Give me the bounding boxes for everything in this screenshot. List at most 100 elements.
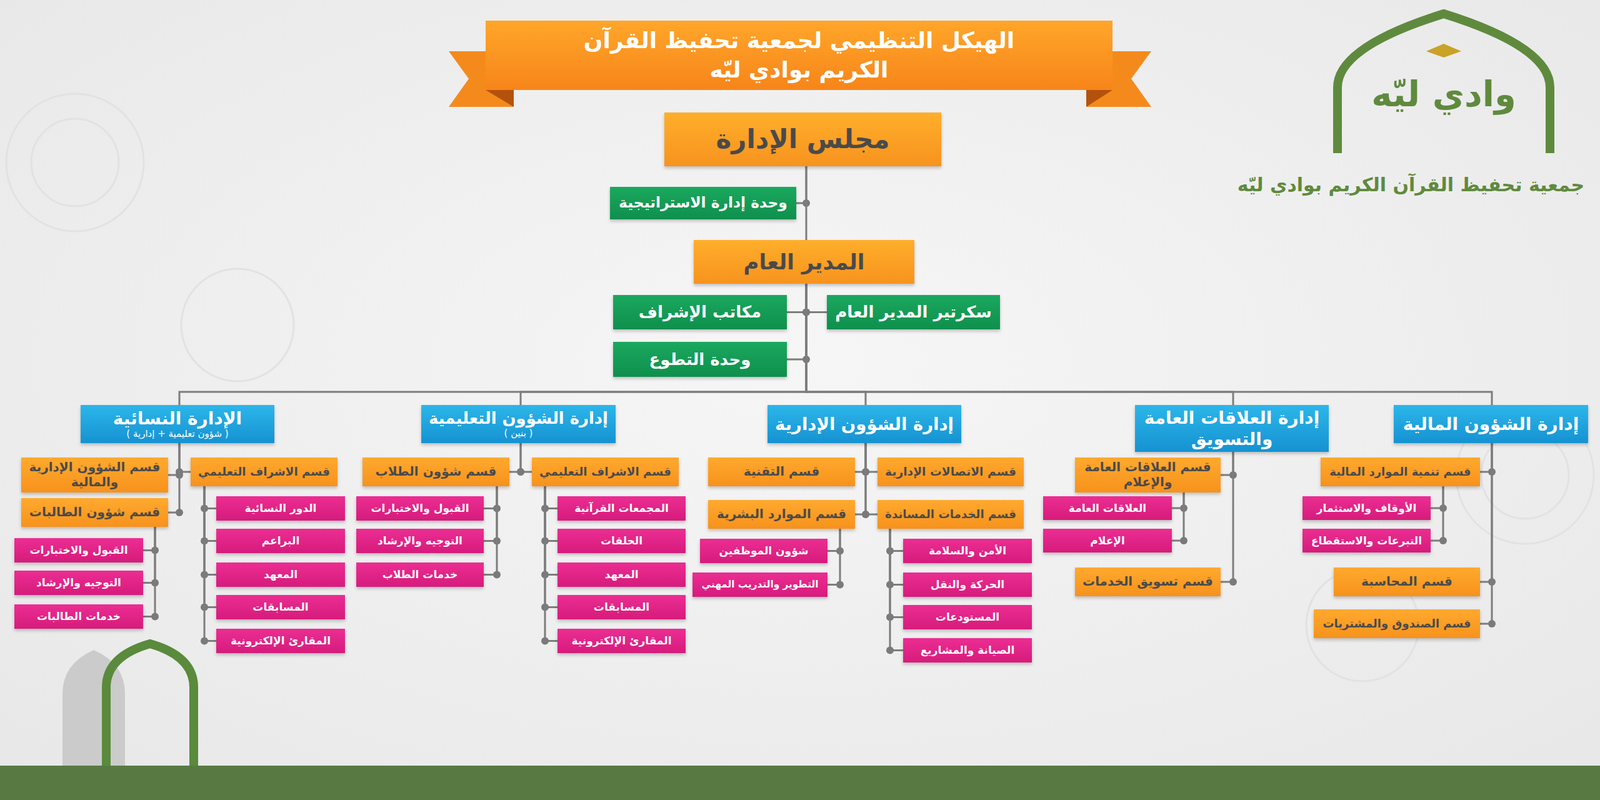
box-label: قسم الاشراف التعليمي: [198, 465, 330, 479]
junction-dot: [516, 468, 525, 476]
box-label: القبول والاختبارات: [371, 501, 470, 515]
box-label: قسم تسويق الخدمات: [1082, 574, 1214, 590]
box-label: قسم المحاسبة: [1361, 574, 1453, 590]
board-box: المدير العام: [693, 240, 915, 284]
box-label: التطوير والتدريب المهني: [701, 578, 819, 590]
unit-item-box: المقارئ الإلكترونية: [557, 628, 686, 654]
box-label: سكرتير المدير العام: [835, 302, 992, 322]
box-label: قسم التقنية: [743, 464, 820, 480]
connector-line: [520, 283, 807, 405]
title-holder: الهيكل التنظيمي لجمعية تحفيظ القرآن الكر…: [485, 20, 1113, 90]
unit-box: مكاتب الإشراف: [613, 295, 787, 330]
junction-dot: [200, 637, 209, 645]
unit-item-box: المستودعات: [903, 605, 1032, 630]
connector-line: [179, 283, 807, 405]
unit-item-box: التوجيه والإرشاد: [356, 528, 484, 554]
box-label: المعهد: [604, 568, 639, 581]
logo-book: [1426, 43, 1462, 58]
box-label: قسم تنمية الموارد المالية: [1329, 465, 1471, 479]
box-label: خدمات الطالبات: [36, 610, 121, 623]
section-box: قسم التقنية: [708, 457, 855, 487]
junction-dot: [1488, 620, 1496, 628]
box-label: المعهد: [263, 568, 298, 581]
connector-line: [168, 443, 180, 475]
junction-dot: [151, 613, 159, 621]
connector-line: [1480, 443, 1492, 472]
connector-line: [806, 283, 1234, 405]
box-label: البراعم: [261, 534, 300, 547]
box-label: إدارة الشؤون الإدارية: [775, 413, 954, 434]
connector-line: [168, 443, 180, 513]
connector-line: [204, 486, 217, 608]
connector-line: [890, 528, 904, 585]
connector-line: [143, 526, 155, 617]
board-box: مجلس الإدارة: [664, 112, 942, 167]
connector-line: [865, 443, 878, 472]
connector-line: [1480, 443, 1492, 582]
connector-line: [805, 166, 808, 240]
ribbon-fold: [1086, 90, 1113, 107]
title-ribbon: [485, 20, 1113, 90]
junction-dot: [861, 510, 870, 519]
box-label: الإدارة النسائية: [113, 408, 242, 429]
connector-line: [483, 486, 497, 509]
box-label: إدارة الشؤون التعليمية: [428, 408, 609, 429]
unit-item-box: التطوير والتدريب المهني: [692, 572, 828, 597]
section-box: قسم شؤون الطالبات: [21, 498, 169, 527]
connector-line: [204, 486, 217, 542]
unit-item-box: المقارئ الإلكترونية: [216, 628, 345, 654]
box-label: قسم الشؤون الإدارية والمالية: [28, 460, 161, 490]
unit-item-box: شؤون الموظفين: [700, 538, 828, 564]
junction-dot: [1229, 578, 1237, 586]
section-box: قسم الاشراف التعليمي: [531, 457, 679, 487]
connector-line: [1480, 443, 1492, 624]
box-label: وحدة إدارة الاستراتيجية: [618, 194, 788, 212]
box-label: قسم العلاقات العامة والإعلام: [1082, 460, 1214, 490]
box-label: الحركة والنقل: [930, 578, 1005, 591]
box-label: التبرعات والاستقطاع: [1311, 534, 1422, 547]
box-label: قسم الصندوق والمشتريات: [1322, 616, 1471, 630]
connector-line: [890, 528, 904, 552]
logo-caption: جمعية تحفيظ القرآن الكريم بوادي ليّه: [1237, 173, 1585, 196]
box-label: الإعلام: [1090, 534, 1125, 547]
connector-line: [520, 443, 532, 472]
connector-line: [143, 526, 155, 584]
box-label: المستودعات: [935, 610, 1000, 624]
unit-item-box: الإعلام: [1043, 528, 1172, 553]
unit-item-box: خدمات الطلاب: [356, 562, 484, 587]
connector-line: [1220, 451, 1234, 475]
junction-dot: [1180, 536, 1188, 545]
unit-item-box: الحلقات: [557, 528, 686, 554]
connector-line: [483, 486, 497, 542]
department-box: الإدارة النسائية( شؤون تعليمية + إدارية …: [80, 405, 275, 444]
connector-line: [483, 486, 497, 575]
box-label: المسابقات: [252, 600, 309, 614]
unit-item-box: البراعم: [216, 528, 345, 554]
unit-item-box: المعهد: [216, 562, 345, 587]
unit-item-box: خدمات الطالبات: [14, 604, 144, 629]
box-label: خدمات الطلاب: [382, 568, 459, 581]
connector-line: [545, 486, 558, 608]
box-label: العلاقات العامة: [1068, 501, 1147, 515]
box-label: الحلقات: [600, 534, 643, 547]
connector-line: [545, 486, 558, 509]
unit-item-box: التبرعات والاستقطاع: [1302, 528, 1431, 553]
box-label: التوجيه والإرشاد: [377, 534, 463, 547]
connector-line: [827, 528, 840, 552]
unit-item-box: المسابقات: [216, 595, 345, 620]
box-label: قسم الموارد البشرية: [716, 506, 847, 522]
box-label: الصيانة والمشاريع: [920, 643, 1015, 657]
unit-item-box: المجمعات القرآنية: [557, 496, 686, 521]
connector-line: [1220, 451, 1234, 582]
department-box: إدارة الشؤون التعليمية( بنين ): [421, 405, 616, 444]
box-label: القبول والاختبارات: [30, 543, 129, 557]
department-box: إدارة الشؤون المالية: [1393, 405, 1589, 444]
section-box: قسم تنمية الموارد المالية: [1320, 457, 1480, 487]
box-label: الأمن والسلامة: [928, 544, 1007, 557]
box-label: المدير العام: [743, 249, 865, 275]
connector-line: [204, 486, 217, 509]
unit-item-box: الأوقاف والاستثمار: [1302, 496, 1431, 520]
connector-line: [806, 283, 827, 313]
unit-box: سكرتير المدير العام: [826, 295, 1000, 330]
